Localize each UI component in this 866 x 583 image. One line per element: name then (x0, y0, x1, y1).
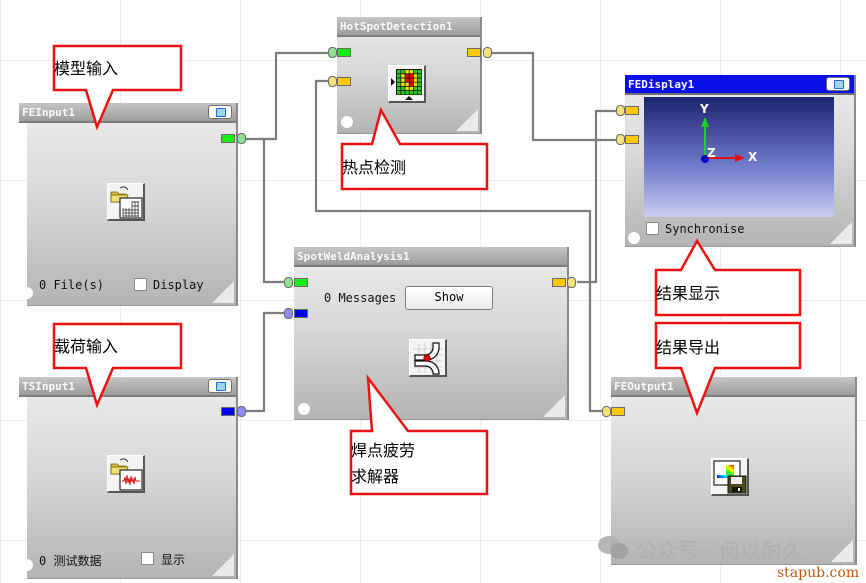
input-port-results[interactable] (625, 135, 639, 144)
display-checkbox[interactable] (134, 278, 147, 291)
output-port-results[interactable] (467, 48, 481, 57)
node-fe-output[interactable]: FEOutput1 (611, 377, 857, 565)
input-port-results[interactable] (337, 77, 351, 86)
callout-solver (349, 373, 489, 496)
fe-save-icon[interactable] (711, 458, 749, 496)
axis-triad-icon (701, 117, 745, 163)
display-checkbox-label: 显示 (161, 553, 186, 567)
callout-solver-text-line2: 求解器 (351, 467, 400, 486)
callout-result-display-text: 结果显示 (656, 284, 721, 303)
axis-y-label: Y (700, 102, 709, 116)
input-port-load[interactable] (294, 309, 308, 318)
wire-hotspot-fedisplay (490, 51, 617, 142)
resize-handle[interactable] (543, 395, 565, 417)
show-messages-button[interactable]: Show (405, 286, 493, 310)
wire-feinput-hotspot (246, 51, 330, 141)
callout-load-input-text: 载荷输入 (54, 337, 119, 356)
resize-handle[interactable] (456, 109, 478, 131)
spotweld-icon[interactable] (409, 339, 447, 377)
watermark-text: 公众号 · 何以耐久 (636, 539, 804, 563)
node-fe-input[interactable]: FEInput1 0 File(s) Display (19, 103, 238, 306)
node-title[interactable]: FEInput1 (19, 103, 236, 123)
node-title[interactable]: TSInput1 (19, 377, 236, 397)
output-port-load[interactable] (221, 407, 235, 416)
callout-result-export-text: 结果导出 (656, 338, 721, 357)
callout-solver-text-line1: 焊点疲劳 (351, 441, 416, 460)
callout-result-display (654, 238, 802, 317)
maximize-button[interactable] (208, 105, 232, 119)
folder-mesh-import-icon[interactable] (107, 183, 145, 221)
node-hotspot-detection[interactable]: HotSpotDetection1 (337, 17, 482, 134)
wire-spotweld-feoutput (588, 282, 604, 413)
display-checkbox-label: Display (153, 278, 204, 292)
port-connector[interactable] (237, 406, 246, 417)
axis-x-label: X (748, 150, 758, 164)
axis-z-label: Z (707, 146, 716, 160)
node-title[interactable]: FEDisplay1 (625, 75, 854, 95)
node-title[interactable]: SpotWeldAnalysis1 (294, 247, 567, 267)
node-spotweld-analysis[interactable]: SpotWeldAnalysis1 0 Messages Show (294, 247, 569, 420)
node-status-dot (628, 232, 640, 244)
hotspot-grid-icon[interactable] (388, 65, 426, 103)
port-connector[interactable] (237, 133, 246, 144)
resize-handle[interactable] (212, 281, 234, 303)
maximize-button[interactable] (826, 77, 850, 91)
display-checkbox[interactable] (141, 552, 154, 565)
test-data-count: 0 测试数据 (39, 554, 102, 568)
file-count: 0 File(s) (39, 278, 105, 292)
port-connector[interactable] (616, 105, 625, 116)
callout-model-input-text: 模型输入 (54, 59, 119, 78)
node-status-dot (298, 403, 310, 415)
resize-handle[interactable] (212, 554, 234, 576)
output-port-results[interactable] (552, 278, 566, 287)
port-connector[interactable] (328, 76, 337, 87)
callout-model-input (52, 44, 183, 131)
messages-count: 0 Messages (324, 291, 397, 305)
port-connector[interactable] (483, 47, 492, 58)
port-connector[interactable] (616, 134, 625, 145)
synchronise-label: Synchronise (665, 222, 745, 236)
output-port-mesh[interactable] (221, 134, 235, 143)
resize-handle[interactable] (831, 540, 853, 562)
wire-spotweld-fedisplay (577, 109, 617, 284)
wechat-icon (598, 536, 628, 559)
node-title[interactable]: FEOutput1 (611, 377, 855, 397)
node-status-dot (21, 559, 33, 571)
port-connector[interactable] (284, 277, 293, 288)
maximize-button[interactable] (208, 379, 232, 393)
callout-load-input (52, 322, 183, 409)
port-connector[interactable] (284, 308, 293, 319)
input-port-mesh[interactable] (337, 48, 351, 57)
input-port-mesh[interactable] (294, 278, 308, 287)
callout-hotspot (340, 106, 489, 191)
port-connector[interactable] (328, 47, 337, 58)
port-connector[interactable] (602, 406, 611, 417)
input-port-results[interactable] (611, 407, 625, 416)
resize-handle[interactable] (830, 222, 852, 244)
port-connector[interactable] (567, 277, 576, 288)
node-title[interactable]: HotSpotDetection1 (337, 17, 480, 37)
site-watermark: stapub.com (777, 565, 860, 581)
node-ts-input[interactable]: TSInput1 0 测试数据 显示 (19, 377, 238, 579)
wire-tsinput-spotweld (246, 311, 287, 413)
3d-viewport[interactable]: Y Z X (644, 97, 834, 217)
node-status-dot (21, 287, 33, 299)
callout-hotspot-text: 热点检测 (342, 158, 407, 177)
node-status-dot (341, 116, 353, 128)
node-fe-display[interactable]: FEDisplay1 Y Z X Synchronise (625, 75, 856, 247)
input-port-model[interactable] (625, 106, 639, 115)
callout-result-export (654, 321, 802, 417)
wire-spotweld-hotspot (314, 79, 592, 282)
synchronise-checkbox[interactable] (646, 222, 659, 235)
wire-feinput-spotweld (262, 137, 287, 284)
folder-signal-import-icon[interactable] (107, 455, 145, 493)
